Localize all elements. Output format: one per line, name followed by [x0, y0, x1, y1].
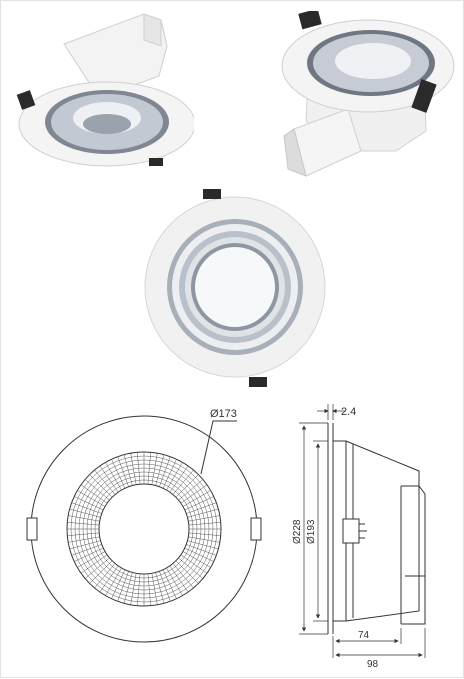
- photo-front: [144, 189, 326, 387]
- dim-total-depth: 98: [367, 659, 379, 670]
- dim-flange-thickness: 2.4: [341, 406, 356, 418]
- clip-icon: [16, 90, 36, 110]
- clip-icon: [249, 377, 267, 387]
- front-view: [26, 415, 262, 643]
- technical-drawing: Ø173: [26, 404, 426, 670]
- clip-icon: [149, 158, 163, 166]
- dim-cutout-diameter: Ø193: [306, 519, 317, 544]
- photo-angled-left: [16, 13, 194, 167]
- photo-angled-right: [281, 11, 455, 177]
- clip-icon: [411, 79, 437, 113]
- clip-icon: [298, 11, 322, 30]
- dim-outer-diameter: Ø228: [292, 519, 303, 544]
- dim-body-depth: 74: [358, 630, 370, 641]
- front-dia-label: Ø173: [210, 408, 237, 420]
- clip-icon: [203, 189, 221, 199]
- side-view: [299, 404, 426, 658]
